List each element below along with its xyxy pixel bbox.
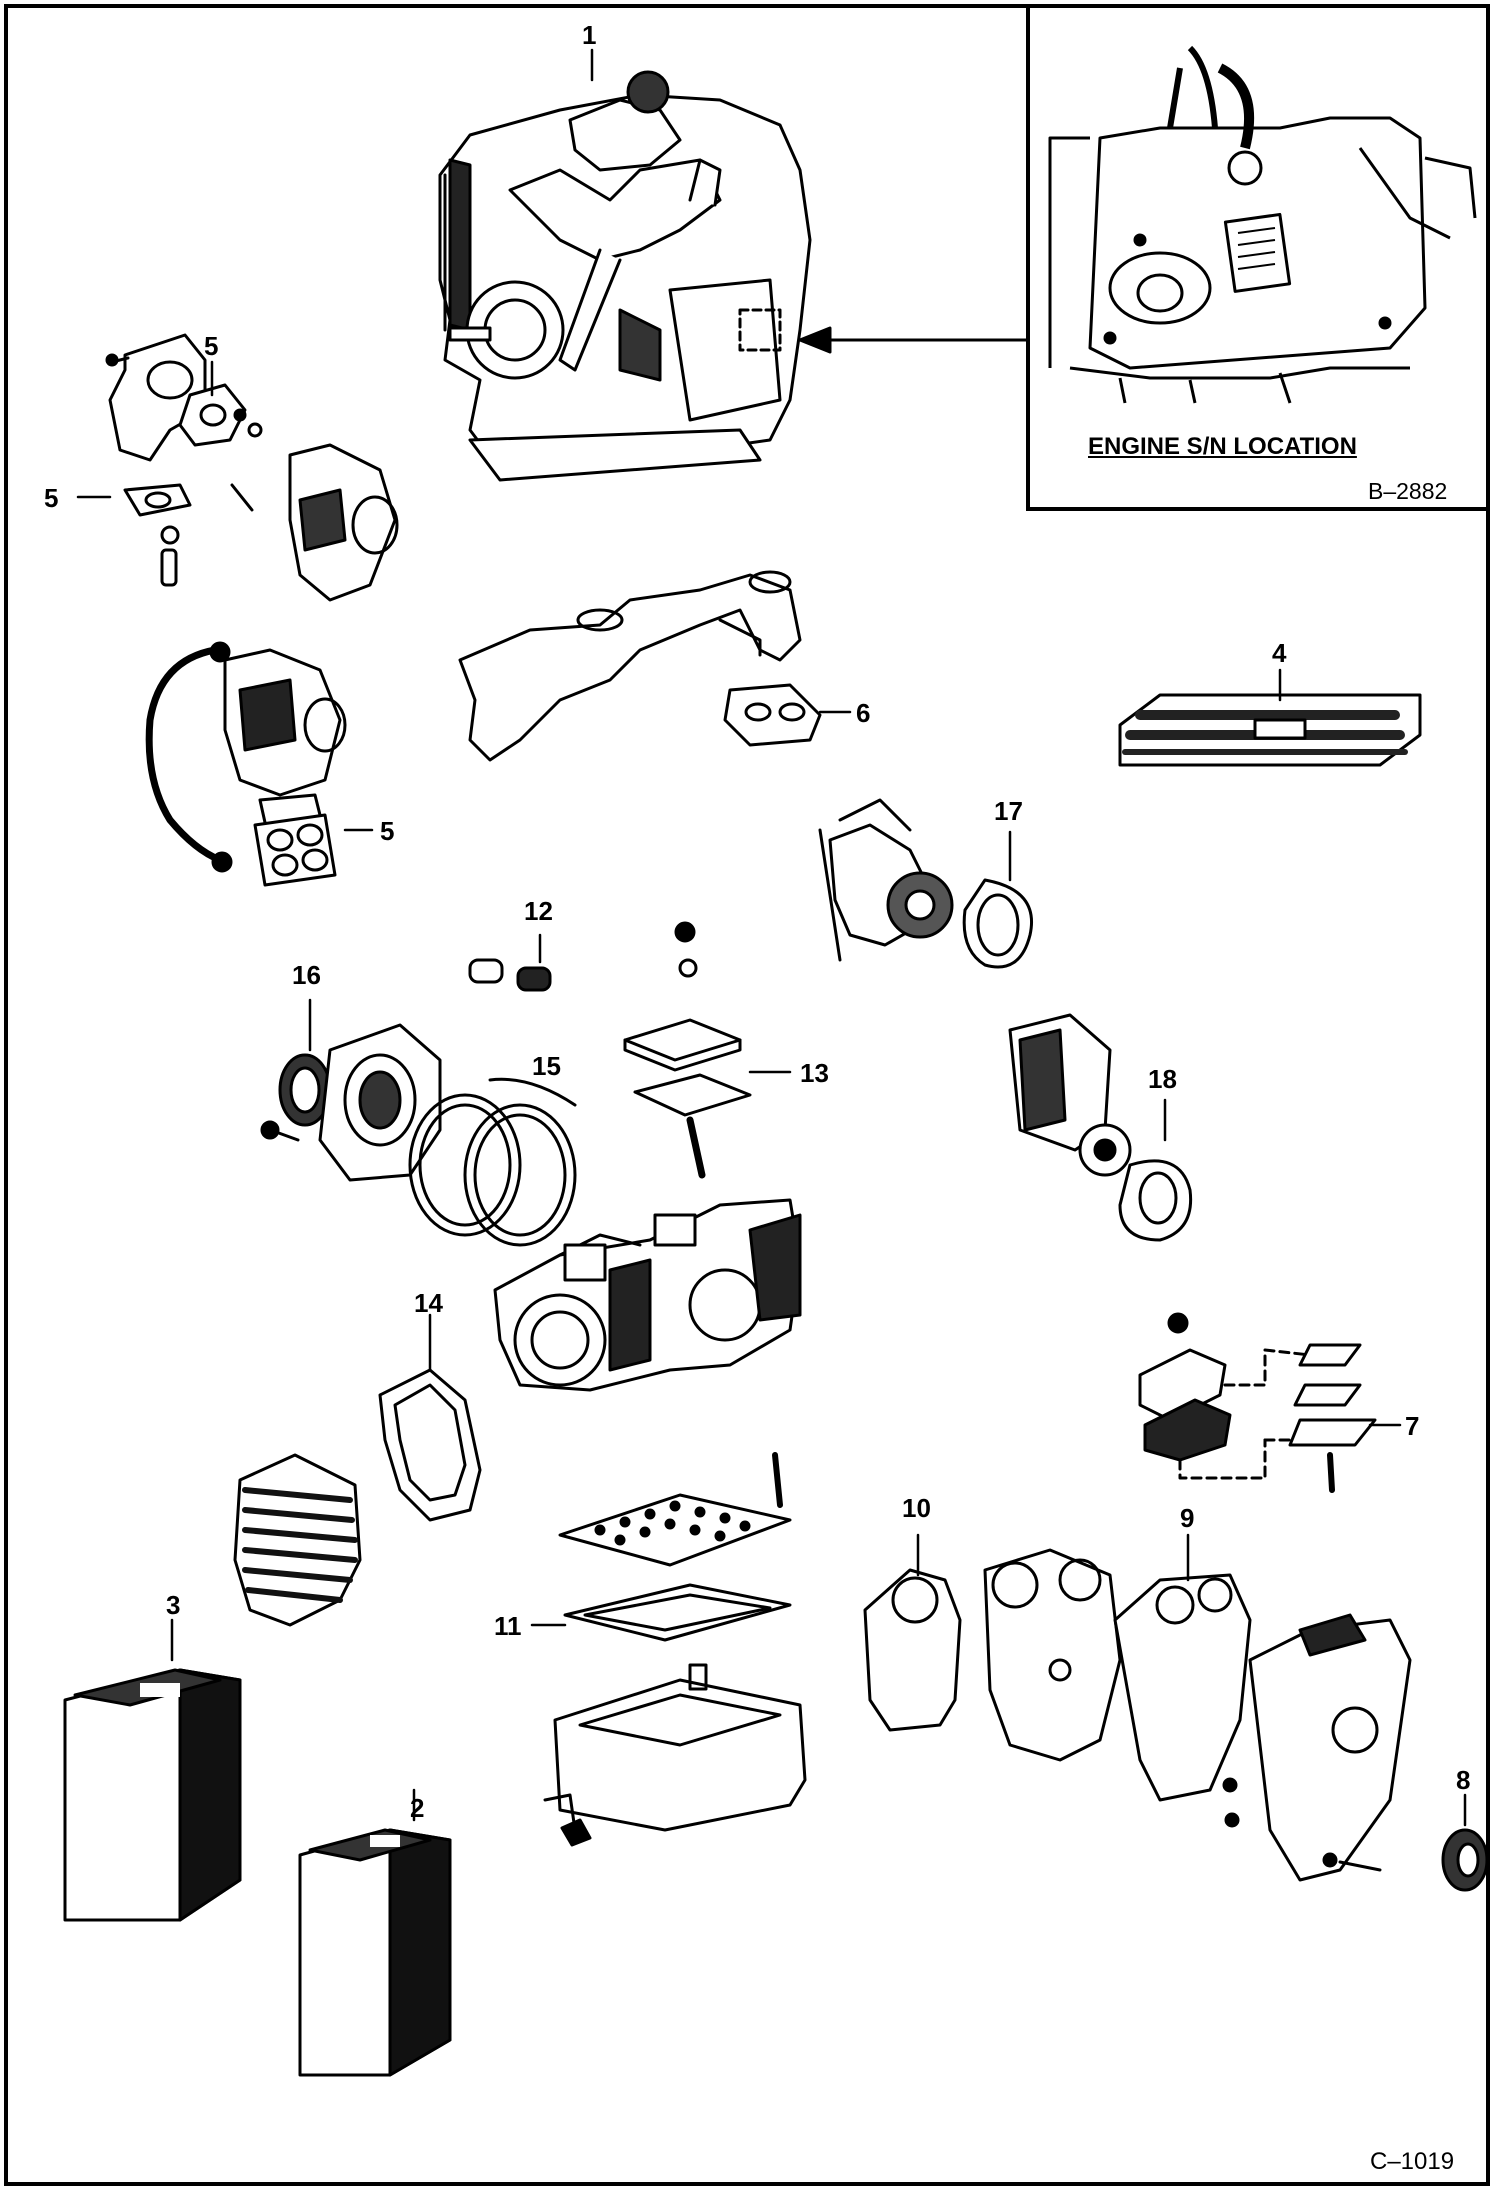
oil-pan-plate-gasket (558, 1452, 792, 1642)
callout-6: 6 (856, 698, 871, 728)
callout-10: 10 (902, 1493, 931, 1523)
callout-5-left: 5 (44, 483, 59, 513)
cylinder-block (493, 1198, 802, 1392)
callout-5-upper: 5 (204, 331, 219, 361)
engine-assembly (438, 70, 812, 482)
sn-location-arrowhead (798, 326, 832, 354)
callout-5-carburetor: 5 (380, 816, 395, 846)
engine-mount-group (1138, 1312, 1377, 1493)
sn-location-inset (1026, 8, 1486, 511)
cover-plate-gasket (623, 921, 752, 1179)
callout-2: 2 (410, 1793, 425, 1823)
filter-box-large (63, 1668, 242, 1922)
leader-lines (76, 48, 1467, 1827)
intake-elbow-group (105, 333, 399, 602)
callout-18: 18 (1148, 1064, 1177, 1094)
callout-8: 8 (1456, 1765, 1471, 1795)
callout-3: 3 (166, 1590, 181, 1620)
filter-box-small (298, 1828, 452, 2077)
timing-cover-gaskets (863, 1548, 1252, 1802)
flywheel-housing-group (260, 1023, 577, 1247)
inset-figure-code: B–2882 (1368, 478, 1448, 504)
intake-manifold (458, 570, 822, 762)
callout-9: 9 (1180, 1503, 1195, 1533)
oil-seal (1441, 1828, 1489, 1892)
callout-1: 1 (582, 20, 597, 50)
callout-12: 12 (524, 896, 553, 926)
oil-pan (543, 1663, 807, 1847)
callout-7: 7 (1405, 1411, 1420, 1441)
inset-engine-detail (1048, 45, 1477, 404)
cylinder-head (233, 1453, 362, 1627)
callout-17: 17 (994, 796, 1023, 826)
callout-11: 11 (494, 1611, 522, 1641)
air-filter-element (1118, 693, 1422, 767)
callout-13: 13 (800, 1058, 829, 1088)
gear-cover (1222, 1613, 1412, 1882)
small-gaskets (468, 958, 552, 992)
page-figure-code: C–1019 (1370, 2148, 1455, 2175)
cylinder-head-gasket (378, 1368, 482, 1522)
callout-16: 16 (292, 960, 321, 990)
diagram-frame (4, 4, 1490, 2186)
sn-location-title: ENGINE S/N LOCATION (1088, 433, 1357, 460)
carburetor-group (145, 641, 347, 887)
callout-4: 4 (1272, 638, 1287, 668)
hydraulic-pump (1008, 1013, 1193, 1242)
callout-14: 14 (414, 1288, 443, 1318)
governor-assembly (818, 798, 1033, 969)
callout-15: 15 (532, 1051, 561, 1081)
